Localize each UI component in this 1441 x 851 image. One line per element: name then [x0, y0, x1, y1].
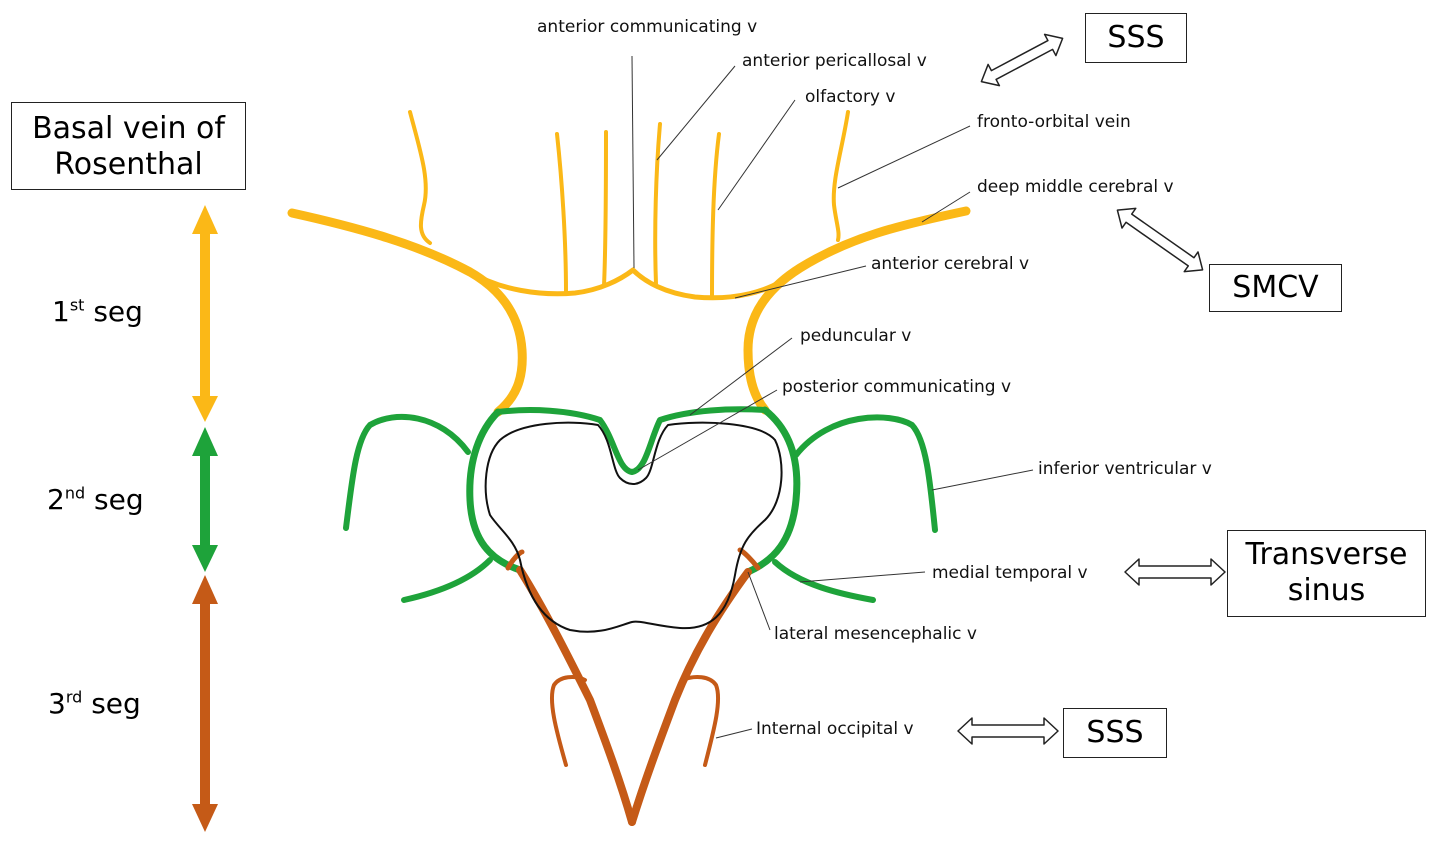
anterior-cerebral-vein-left	[292, 213, 522, 412]
basal-vein-title-line1: Basal vein of	[12, 111, 245, 147]
anterior-pericallosal-vein-right	[655, 124, 660, 284]
medial-temporal-vein-left	[404, 560, 490, 600]
smcv-double-arrow	[1111, 200, 1210, 279]
leader-medial-temporal	[800, 572, 925, 582]
label-medial-temporal: medial temporal v	[932, 563, 1088, 583]
midbrain-outline	[486, 423, 782, 632]
label-inferior-ventricular: inferior ventricular v	[1038, 459, 1212, 479]
segment-2-word: seg	[94, 483, 144, 516]
basal-vein-box: Basal vein of Rosenthal	[11, 102, 246, 190]
transverse-double-arrow	[1125, 559, 1225, 585]
leader-lateral-mesencephalic	[748, 572, 770, 630]
peduncular-vein-right	[748, 410, 797, 572]
leader-anterior-pericallosal	[657, 66, 735, 160]
sss-top-double-arrow	[976, 28, 1068, 92]
smcv-box: SMCV	[1209, 264, 1342, 312]
internal-occipital-vein-left	[552, 677, 585, 765]
peduncular-vein-left	[470, 412, 520, 570]
label-olfactory: olfactory v	[805, 87, 895, 107]
sss-top-label: SSS	[1107, 20, 1164, 55]
first-segment-veins	[292, 112, 966, 412]
fronto-orbital-vein-right	[834, 112, 848, 240]
anterior-pericallosal-vein-left	[604, 132, 606, 286]
segment-3-number: 3	[48, 687, 66, 720]
label-lateral-mesencephalic: lateral mesencephalic v	[774, 624, 977, 644]
segment-1-label: 1st seg	[52, 295, 143, 328]
label-posterior-communicating: posterior communicating v	[782, 377, 1011, 397]
leader-fronto-orbital	[838, 126, 970, 188]
label-anterior-cerebral: anterior cerebral v	[871, 254, 1029, 274]
fronto-orbital-vein-left	[410, 112, 430, 243]
sss-top-box: SSS	[1085, 13, 1187, 63]
transverse-sinus-line1: Transverse	[1228, 537, 1425, 573]
leader-internal-occipital	[716, 729, 752, 738]
segment-3-label: 3rd seg	[48, 687, 141, 720]
label-fronto-orbital: fronto-orbital vein	[977, 112, 1131, 132]
inferior-ventricular-vein-right	[796, 417, 935, 530]
leader-inferior-ventricular	[932, 470, 1033, 490]
second-segment-arrow	[192, 427, 218, 572]
segment-3-word: seg	[91, 687, 141, 720]
segment-1-ordinal: st	[70, 296, 85, 315]
third-segment-arrow	[192, 575, 218, 832]
internal-occipital-vein-right	[682, 677, 718, 765]
medial-temporal-vein-right	[775, 562, 873, 600]
anterior-cerebral-arch	[470, 268, 800, 298]
segment-arrows	[192, 205, 218, 832]
basal-vein-title-line2: Rosenthal	[12, 147, 245, 183]
lateral-mesencephalic-vein-right	[740, 550, 758, 568]
segment-1-word: seg	[93, 295, 143, 328]
first-segment-arrow	[192, 205, 218, 422]
smcv-label: SMCV	[1232, 270, 1318, 305]
third-segment-veins	[508, 550, 758, 822]
sss-bottom-double-arrow	[958, 718, 1058, 744]
transverse-sinus-box: Transverse sinus	[1227, 530, 1426, 617]
label-anterior-communicating: anterior communicating v	[537, 17, 757, 37]
segment-1-number: 1	[52, 295, 70, 328]
sss-bottom-box: SSS	[1063, 708, 1167, 758]
posterior-communicating-arch	[498, 409, 765, 472]
label-peduncular: peduncular v	[800, 326, 911, 346]
olfactory-vein-left	[557, 134, 566, 292]
leader-peduncular	[690, 338, 792, 415]
segment-2-label: 2nd seg	[47, 483, 144, 516]
second-segment-veins	[346, 409, 935, 600]
label-internal-occipital: Internal occipital v	[756, 719, 914, 739]
basal-vein-left-3rd	[520, 570, 632, 822]
label-anterior-pericallosal: anterior pericallosal v	[742, 51, 927, 71]
segment-2-number: 2	[47, 483, 65, 516]
leader-olfactory	[718, 100, 795, 210]
transverse-sinus-line2: sinus	[1228, 573, 1425, 609]
basal-vein-right-3rd	[632, 572, 748, 822]
olfactory-vein-right	[712, 134, 719, 298]
segment-2-ordinal: nd	[65, 484, 85, 503]
leader-anterior-communicating	[632, 56, 634, 268]
sss-bottom-label: SSS	[1086, 715, 1143, 750]
segment-3-ordinal: rd	[66, 688, 82, 707]
label-deep-middle-cerebral: deep middle cerebral v	[977, 177, 1174, 197]
inferior-ventricular-vein-left	[346, 417, 468, 528]
